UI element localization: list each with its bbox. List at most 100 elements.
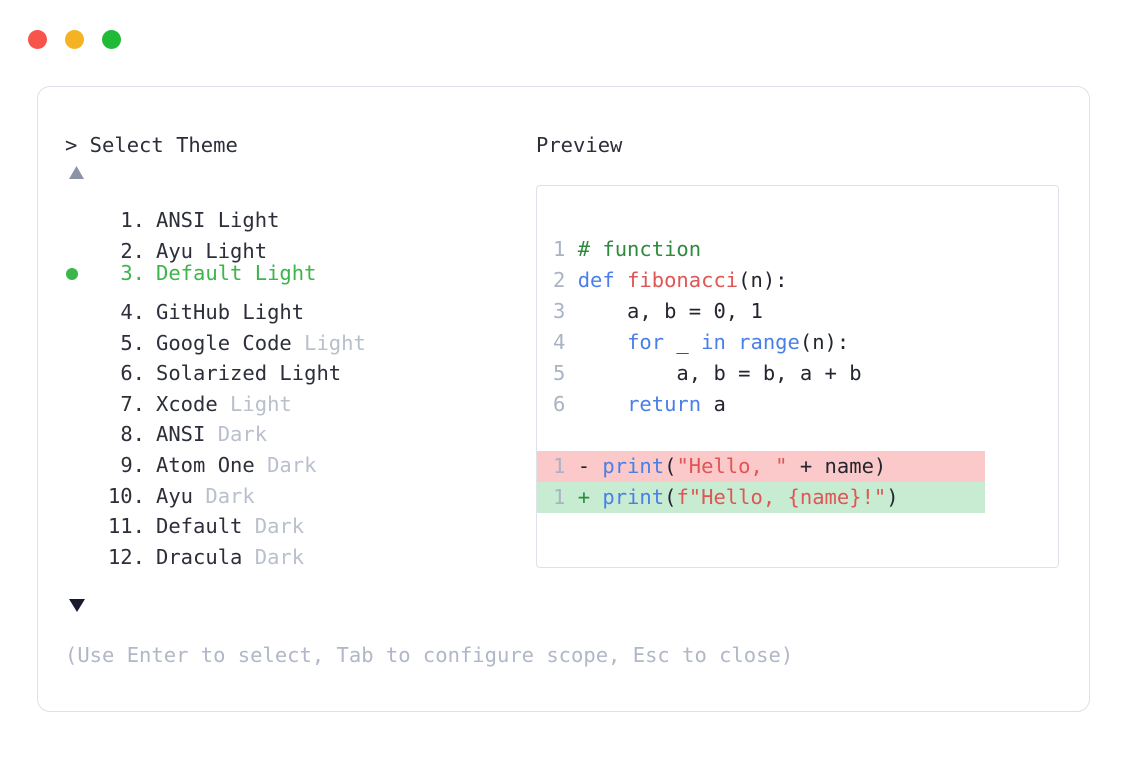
selection-bullet-cell	[65, 258, 93, 289]
theme-list-item[interactable]: 9.Atom One Dark	[65, 441, 535, 477]
theme-list-item[interactable]: 7.Xcode Light	[65, 380, 535, 416]
theme-list-item[interactable]: 1. ANSI Light	[65, 197, 535, 232]
code-token: (	[664, 453, 677, 478]
close-button[interactable]	[28, 30, 47, 49]
theme-item-variant: Dark	[242, 514, 305, 539]
line-number: 4	[553, 329, 578, 354]
theme-item-variant: Dark	[242, 544, 305, 569]
theme-item-number: 2.	[120, 238, 145, 263]
selection-bullet-cell	[65, 472, 93, 503]
selection-bullet-cell	[65, 503, 93, 534]
selection-bullet-cell	[65, 380, 93, 411]
theme-list-item[interactable]: 10.Ayu Dark	[65, 472, 535, 508]
selection-bullet-cell	[65, 227, 93, 258]
theme-item-number: 7.	[120, 391, 145, 416]
theme-list-item[interactable]: 11. Default Dark	[65, 503, 535, 538]
selected-bullet-icon	[66, 267, 78, 280]
selection-bullet-cell	[65, 533, 93, 564]
theme-item-name: Solarized Light	[156, 361, 342, 386]
code-line: 1 # function	[553, 234, 1058, 265]
theme-item-number: 12.	[107, 544, 145, 569]
selection-bullet-cell	[65, 319, 93, 350]
theme-list[interactable]: 1. ANSI Light 2. Ayu Light 3. Default Light 4.…	[65, 197, 535, 569]
theme-list-item[interactable]: 4.GitHub Light	[65, 288, 535, 324]
theme-item-name: ANSI Light	[156, 208, 280, 233]
code-line: 2 def fibonacci(n):	[553, 265, 1058, 296]
theme-item-name: Dracula	[156, 544, 243, 569]
code-token: )	[886, 484, 899, 509]
theme-item-name: Ayu	[156, 483, 194, 508]
theme-item-variant: Dark	[193, 483, 255, 508]
selection-bullet-cell	[65, 441, 93, 472]
code-token: 0	[713, 298, 726, 323]
theme-item-number: 11.	[107, 514, 145, 539]
code-token: a	[701, 391, 726, 416]
theme-list-item[interactable]: 12. Dracula Dark	[65, 533, 535, 569]
theme-list-item[interactable]: 6. Solarized Light	[65, 350, 535, 385]
minimize-button[interactable]	[65, 30, 84, 49]
theme-item-name: ANSI	[156, 422, 206, 447]
theme-item-name: Default Light	[156, 260, 317, 285]
code-token: a, b = b, a + b	[577, 360, 862, 385]
theme-item-number: 1.	[120, 208, 145, 233]
theme-list-item[interactable]: 2. Ayu Light	[65, 227, 535, 263]
theme-list-item[interactable]: 5.Google Code Light	[65, 319, 535, 355]
code-token	[578, 392, 627, 416]
diff-marker: +	[577, 484, 603, 509]
theme-item-number: 6.	[120, 361, 145, 386]
code-token: "Hello, "	[676, 453, 788, 478]
code-token: print	[602, 484, 665, 509]
code-token: f"Hello, {name}!"	[676, 484, 887, 509]
select-theme-prompt: > Select Theme	[65, 133, 238, 157]
theme-item-variant: Light	[291, 330, 366, 355]
code-token: 1	[750, 298, 763, 323]
theme-item-variant: Light	[217, 391, 292, 416]
code-line: 6 return a	[553, 389, 1058, 420]
scroll-down-icon[interactable]	[68, 597, 86, 619]
code-token: ,	[725, 298, 751, 323]
code-token: in	[701, 329, 726, 354]
theme-item-number: 8.	[120, 422, 145, 447]
window-controls	[28, 30, 121, 49]
selection-bullet-cell	[65, 288, 93, 319]
diff-line-del: 1 - print("Hello, " + name)	[537, 450, 985, 482]
code-token: + name)	[787, 453, 887, 478]
code-token	[578, 330, 627, 354]
line-number: 1	[553, 453, 578, 478]
theme-item-number: 9.	[120, 452, 145, 477]
line-number: 1	[553, 484, 578, 509]
diff-line-add: 1 + print(f"Hello, {name}!")	[537, 481, 985, 513]
maximize-button[interactable]	[102, 30, 121, 49]
theme-item-number: 5.	[120, 330, 145, 355]
code-token: # function	[577, 236, 702, 261]
theme-item-number: 3.	[120, 260, 145, 285]
code-token: a, b =	[577, 298, 714, 323]
code-token: range	[738, 329, 800, 354]
theme-item-name: Default	[156, 514, 243, 539]
scroll-up-icon[interactable]	[68, 165, 535, 187]
line-number: 6	[553, 391, 578, 416]
code-token: (n):	[738, 267, 788, 292]
code-token: _	[664, 329, 702, 354]
theme-list-item[interactable]: 3. Default Light	[65, 258, 535, 289]
code-line: 5 a, b = b, a + b	[553, 358, 1058, 389]
code-token: (	[664, 484, 677, 509]
code-line: 3 a, b = 0, 1	[553, 296, 1058, 327]
preview-label: Preview	[536, 133, 623, 157]
code-token: (n):	[799, 329, 850, 354]
theme-item-number: 4.	[120, 299, 145, 324]
theme-item-name: Ayu Light	[156, 238, 268, 263]
selection-bullet-cell	[65, 197, 93, 228]
selection-bullet-cell	[65, 411, 93, 442]
code-token: for	[627, 329, 665, 354]
code-token: fibonacci	[627, 267, 739, 292]
diff-marker: -	[577, 453, 603, 478]
code-line: 4 for _ in range(n):	[553, 327, 1058, 358]
diff-block: 1 - print("Hello, " + name)1 + print(f"H…	[537, 450, 1058, 513]
theme-list-item[interactable]: 8.ANSI Dark	[65, 411, 535, 446]
